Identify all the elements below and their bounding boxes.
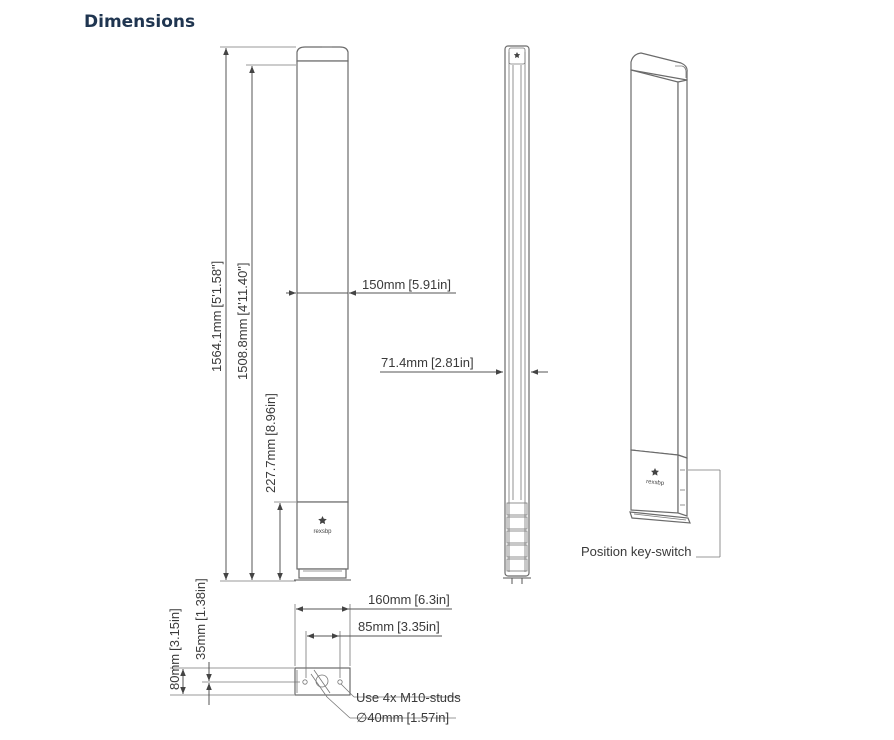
lower-height-label: 227.7mm[8.96in]: [263, 393, 278, 493]
side-view: [380, 45, 548, 584]
body-height-label: 1508.8mm[4'11.40"]: [235, 262, 250, 380]
star-logo-icon: [513, 52, 521, 58]
stud-offset-label: 35mm[1.38in]: [193, 578, 208, 660]
front-view: rexsbp: [220, 46, 456, 582]
star-logo-icon: [651, 468, 659, 476]
perspective-view: rexsbp: [629, 52, 721, 558]
total-height-label: 1564.1mm[5'1.58"]: [209, 261, 224, 372]
key-switch-callout: Position key-switch: [581, 544, 692, 559]
base-plan-view: [170, 604, 460, 719]
depth-label: 71.4mm[2.81in]: [381, 355, 474, 370]
studs-note: Use 4x M10-studs: [356, 690, 461, 705]
base-width-label: 160mm[6.3in]: [368, 592, 450, 607]
page-title: Dimensions: [84, 12, 196, 32]
brand-logo-text: rexsbp: [313, 529, 332, 535]
width-label: 150mm[5.91in]: [362, 277, 451, 292]
hole-diameter-label: ∅40mm[1.57in]: [356, 710, 449, 725]
brand-logo-text: rexsbp: [646, 479, 665, 487]
stud-spacing-label: 85mm[3.35in]: [358, 619, 440, 634]
star-logo-icon: [318, 516, 327, 525]
base-depth-label: 80mm[3.15in]: [167, 608, 182, 690]
